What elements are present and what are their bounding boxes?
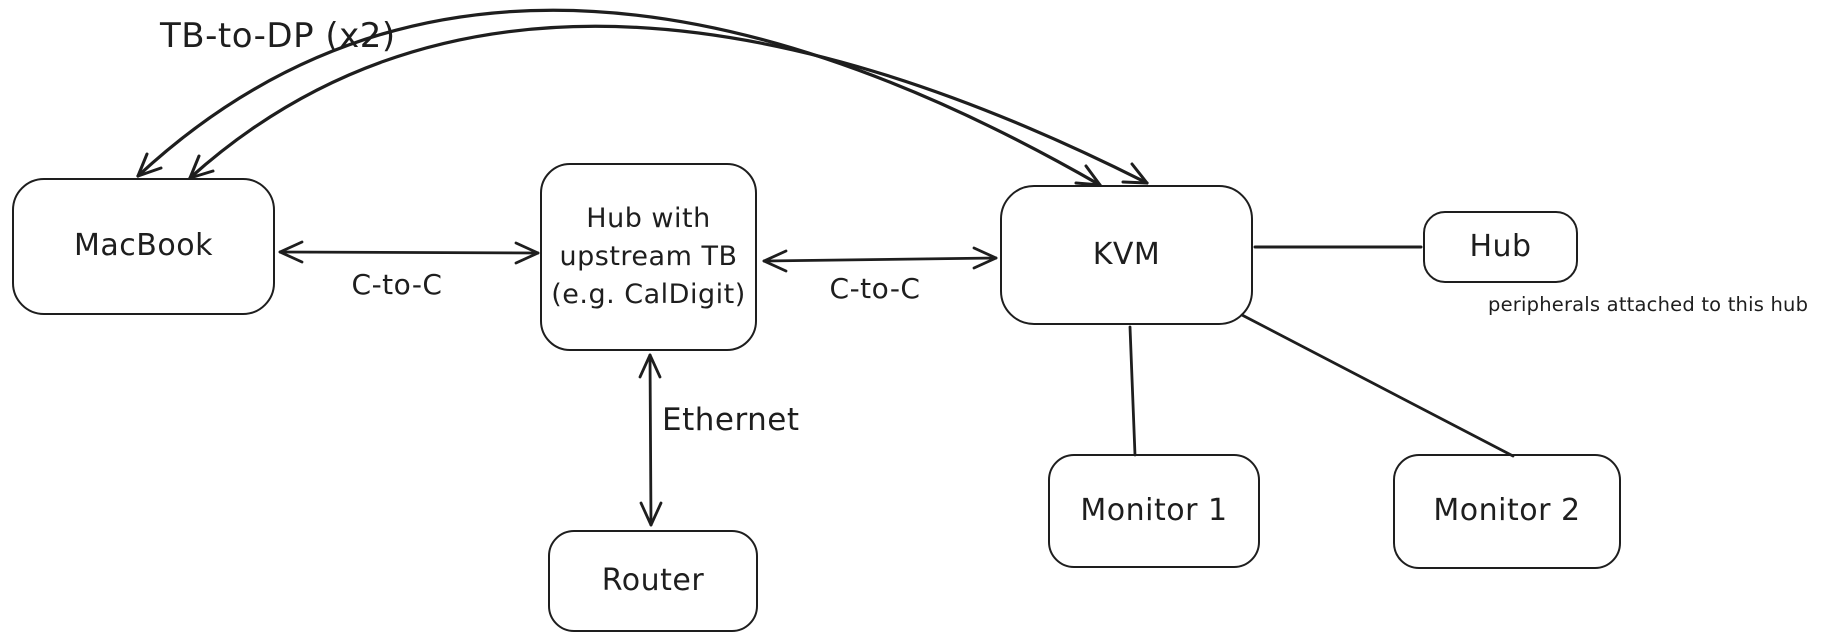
- arrowhead: [136, 152, 163, 178]
- arrowhead: [639, 501, 663, 527]
- node-macbook[interactable]: MacBook: [12, 178, 275, 315]
- arrowhead: [762, 249, 788, 273]
- arrowhead: [278, 240, 304, 264]
- node-hub[interactable]: Hub: [1423, 211, 1578, 283]
- node-monitor-1[interactable]: Monitor 1: [1048, 454, 1260, 568]
- arrowhead: [188, 154, 215, 180]
- edge-tb-to-dp-arc-1[interactable]: [136, 8, 1102, 187]
- edge-line[interactable]: [648, 353, 653, 527]
- edge-kvm-monitor1[interactable]: [1128, 325, 1137, 457]
- note-peripherals[interactable]: peripherals attached to this hub: [1488, 293, 1809, 316]
- arrowhead: [972, 246, 998, 270]
- arc-line[interactable]: [188, 24, 1149, 185]
- arrowhead: [514, 241, 540, 265]
- arrowhead: [638, 353, 662, 379]
- edge-macbook-hub[interactable]: [278, 240, 540, 265]
- edge-tb-to-dp-arc-2[interactable]: [188, 24, 1149, 185]
- node-hub-upstream-tb[interactable]: Hub with upstream TB (e.g. CalDigit): [540, 163, 757, 351]
- edge-hub-router[interactable]: [638, 353, 663, 527]
- node-monitor-2[interactable]: Monitor 2: [1393, 454, 1621, 569]
- edge-label-ethernet[interactable]: Ethernet: [662, 402, 800, 438]
- arrowhead: [1121, 162, 1149, 185]
- edge-line[interactable]: [762, 256, 998, 263]
- arc-line[interactable]: [136, 8, 1102, 187]
- edge-label-ctoc-right[interactable]: C-to-C: [829, 272, 921, 305]
- edge-kvm-monitor2[interactable]: [1240, 313, 1515, 458]
- edge-hub-kvm[interactable]: [762, 246, 998, 273]
- edge-line[interactable]: [278, 250, 540, 255]
- arrowhead: [1074, 164, 1102, 187]
- edge-label-ctoc-left[interactable]: C-to-C: [351, 268, 443, 301]
- edge-label-tb-to-dp[interactable]: TB-to-DP (x2): [160, 16, 396, 56]
- node-kvm[interactable]: KVM: [1000, 185, 1253, 325]
- node-router[interactable]: Router: [548, 530, 758, 632]
